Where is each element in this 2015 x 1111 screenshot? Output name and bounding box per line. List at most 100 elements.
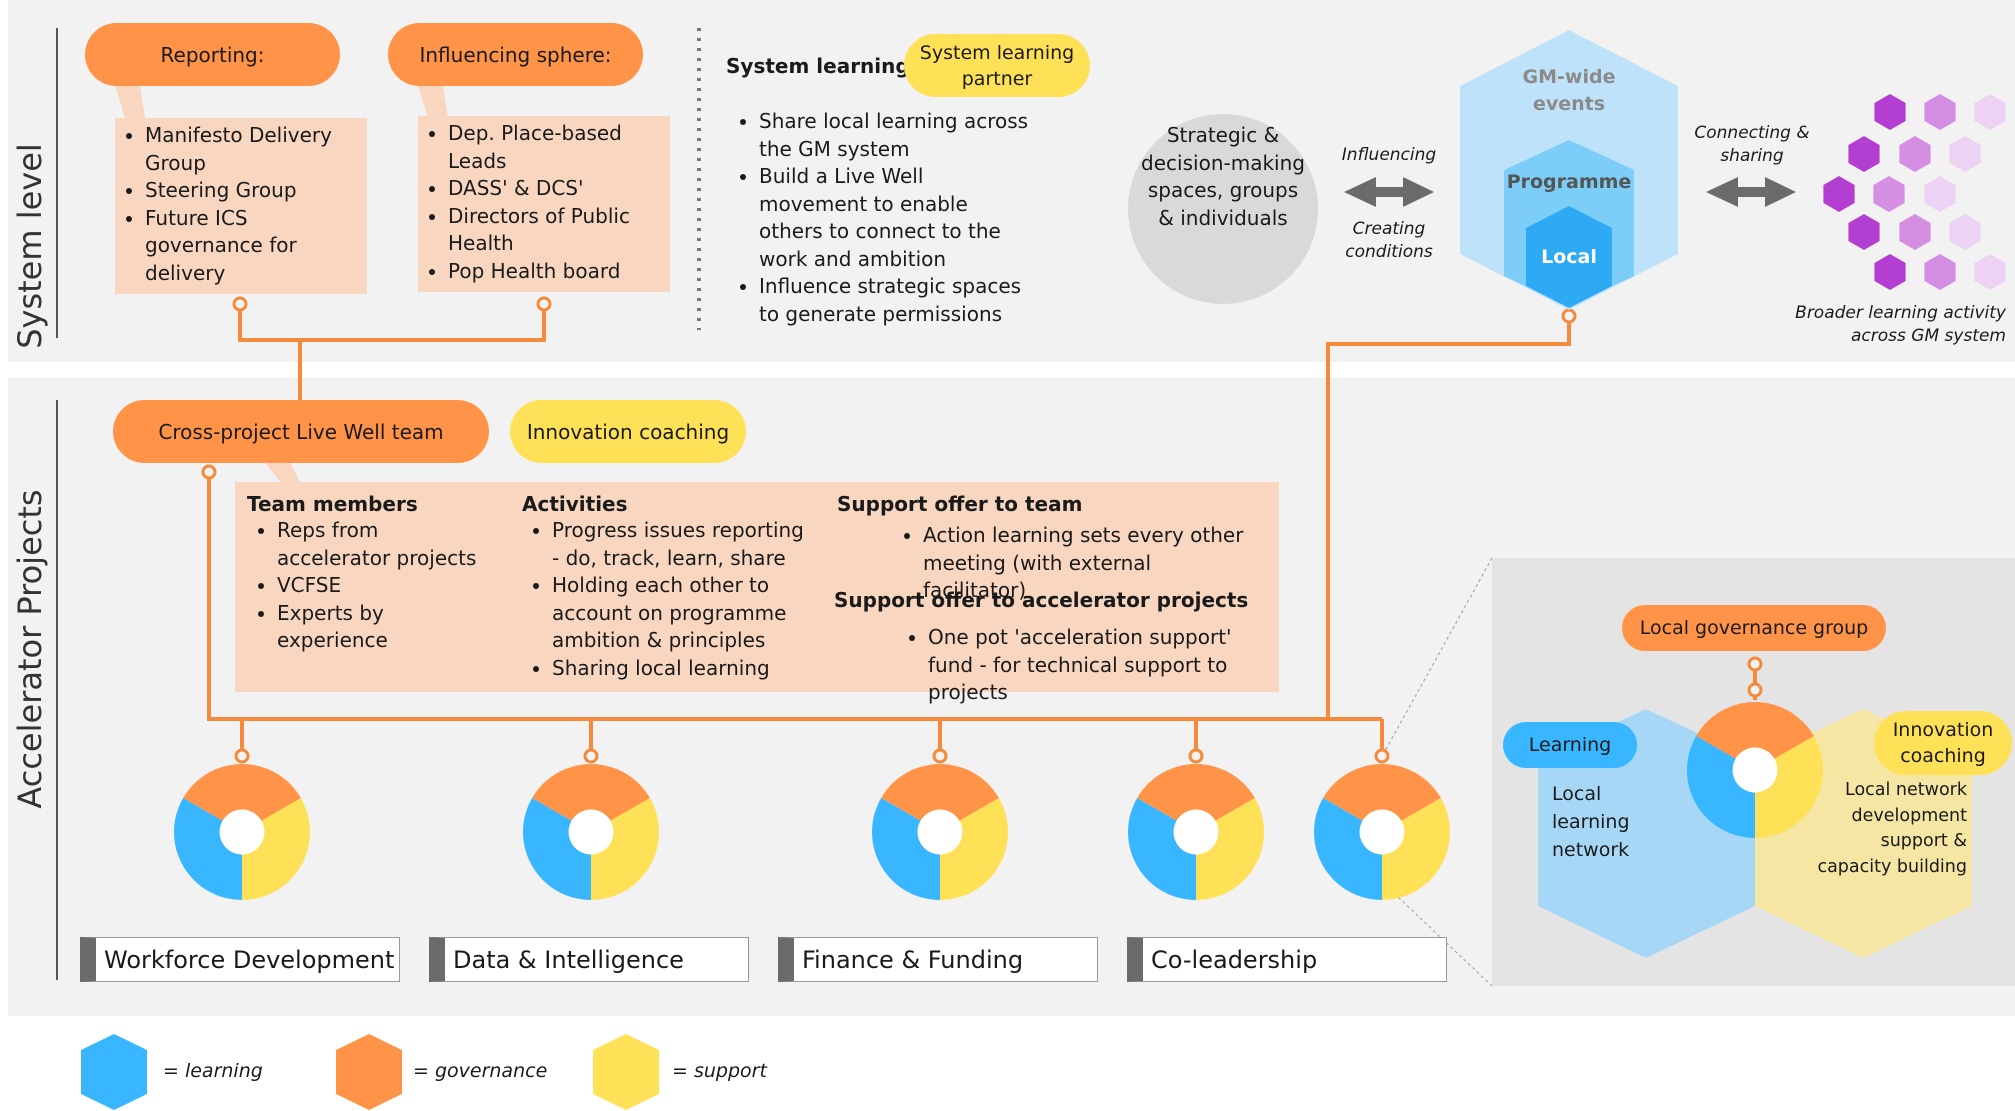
reporting-box: Manifesto Delivery Group Steering Group … (115, 118, 367, 294)
strategic-circle (1128, 114, 1318, 304)
system-learning-item: Influence strategic spaces to generate p… (759, 273, 1029, 328)
team-members-title: Team members (247, 492, 418, 516)
governance-segment (183, 764, 301, 832)
project-tab-data: Data & Intelligence (429, 937, 749, 982)
broader-learning-hex-cluster (1823, 94, 2006, 290)
project-tab-workforce: Workforce Development (80, 937, 400, 982)
broader-learning-hex-icon (1924, 176, 1956, 212)
legend-learning-label: = learning (163, 1060, 263, 1082)
broader-learning-hex-icon (1949, 214, 1981, 250)
team-member-item: Reps from accelerator projects (277, 517, 483, 572)
cross-project-pill: Cross-project Live Well team (113, 400, 489, 463)
system-learning-list: Share local learning across the GM syste… (729, 108, 1029, 328)
influencing-item: Pop Health board (448, 258, 670, 286)
reporting-pill: Reporting: (85, 23, 340, 86)
local-support-text: Local network development support & capa… (1817, 780, 1967, 877)
activities-title: Activities (522, 492, 628, 516)
project-donut-2 (523, 764, 659, 900)
reporting-item: Future ICS governance for delivery (145, 205, 367, 288)
zoom-line-top (1379, 557, 1493, 761)
reporting-tail (115, 86, 145, 118)
broader-learning-hex-icon (1899, 136, 1931, 172)
influencing-pill: Influencing sphere: (388, 23, 643, 86)
influencing-box: Dep. Place-based Leads DASS' & DCS' Dire… (418, 116, 670, 292)
project-tab-finance: Finance & Funding (778, 937, 1098, 982)
programme-label: Programme (1506, 171, 1632, 193)
team-member-item: VCFSE (277, 572, 483, 600)
broader-learning-hex-icon (1899, 214, 1931, 250)
local-innovation-coaching-pill: Innovation coaching (1874, 711, 2012, 775)
broader-learning-hex-icon (1874, 94, 1906, 130)
innovation-coaching-pill: Innovation coaching (510, 400, 746, 463)
system-learning-partner-pill: System learning partner (904, 34, 1090, 97)
support-team-item: Action learning sets every other meeting… (923, 522, 1253, 605)
local-label: Local (1541, 246, 1597, 268)
local-hexagon (1526, 206, 1612, 308)
connecting-arrow-label: Connecting & sharing (1694, 123, 1810, 166)
influencing-arrow (1344, 177, 1434, 207)
governance-segment (1137, 763, 1255, 832)
activity-item: Holding each other to account on program… (552, 572, 814, 655)
local-detail-donut (1686, 701, 1823, 838)
creating-conditions-label: Creating conditions (1345, 219, 1433, 262)
legend-learning-hex-icon (81, 1034, 147, 1110)
accelerator-donuts (174, 701, 1823, 900)
system-level-label: System level (11, 143, 49, 349)
legend-governance-hex-icon (336, 1034, 402, 1110)
activity-item: Progress issues reporting - do, track, l… (552, 517, 814, 572)
legend-support-hex-icon (593, 1034, 659, 1110)
local-governance-pill: Local governance group (1622, 605, 1886, 651)
broader-learning-hex-icon (1873, 176, 1905, 212)
reporting-item: Manifesto Delivery Group (145, 122, 367, 177)
activity-item: Sharing local learning (552, 655, 814, 683)
support-team-section: Action learning sets every other meeting… (893, 522, 1253, 605)
broader-learning-caption: Broader learning activity across GM syst… (1795, 303, 2006, 346)
donut-center (1359, 809, 1405, 855)
support-projects-section: One pot 'acceleration support' fund - fo… (898, 624, 1276, 707)
team-members-section: Team members Reps from accelerator proje… (247, 492, 483, 655)
influencing-item: DASS' & DCS' (448, 175, 670, 203)
crossproject-tail (265, 462, 300, 482)
legend-support-label: = support (672, 1060, 767, 1082)
donut-center (1732, 747, 1778, 793)
legend-governance-label: = governance (413, 1060, 548, 1082)
governance-segment (1323, 763, 1441, 832)
influencing-tail (418, 86, 448, 118)
donut-center (568, 809, 614, 855)
system-learning-title: System learning: (726, 54, 918, 78)
broader-learning-hex-icon (1924, 254, 1956, 290)
project-donut-4 (1127, 763, 1264, 900)
accelerator-projects-label: Accelerator Projects (11, 489, 49, 809)
broader-learning-hex-icon (1874, 254, 1906, 290)
system-learning-item: Share local learning across the GM syste… (759, 108, 1029, 163)
project-tab-coleadership: Co-leadership (1127, 937, 1447, 982)
broader-learning-hex-icon (1823, 176, 1855, 212)
team-member-item: Experts by experience (277, 600, 483, 655)
support-projects-item: One pot 'acceleration support' fund - fo… (928, 624, 1276, 707)
broader-learning-hex-icon (1848, 136, 1880, 172)
reporting-item: Steering Group (145, 177, 367, 205)
team-details-box (235, 482, 1279, 692)
project-donut-5 (1314, 763, 1450, 900)
governance-segment (1696, 701, 1814, 770)
governance-segment (881, 764, 999, 832)
connecting-arrow (1706, 177, 1796, 207)
gm-events-label: GM-wide events (1522, 66, 1616, 115)
broader-learning-hex-icon (1924, 94, 1956, 130)
influencing-item: Directors of Public Health (448, 203, 670, 258)
system-learning-item: Build a Live Well movement to enable oth… (759, 163, 1029, 273)
donut-center (917, 809, 963, 855)
local-learning-network-text: Local learning network (1552, 783, 1630, 861)
project-donut-3 (872, 764, 1008, 900)
donut-center (219, 809, 265, 855)
broader-learning-hex-icon (1848, 214, 1880, 250)
influencing-arrow-label: Influencing (1341, 145, 1437, 165)
governance-segment (532, 764, 650, 832)
support-projects-title: Support offer to accelerator projects (834, 588, 1249, 612)
activities-section: Activities Progress issues reporting - d… (522, 492, 814, 682)
project-donut-1 (174, 764, 310, 900)
support-team-title: Support offer to team (837, 492, 1083, 516)
influencing-item: Dep. Place-based Leads (448, 120, 670, 175)
connector-rings (201, 296, 1763, 764)
broader-learning-hex-icon (1974, 94, 2006, 130)
